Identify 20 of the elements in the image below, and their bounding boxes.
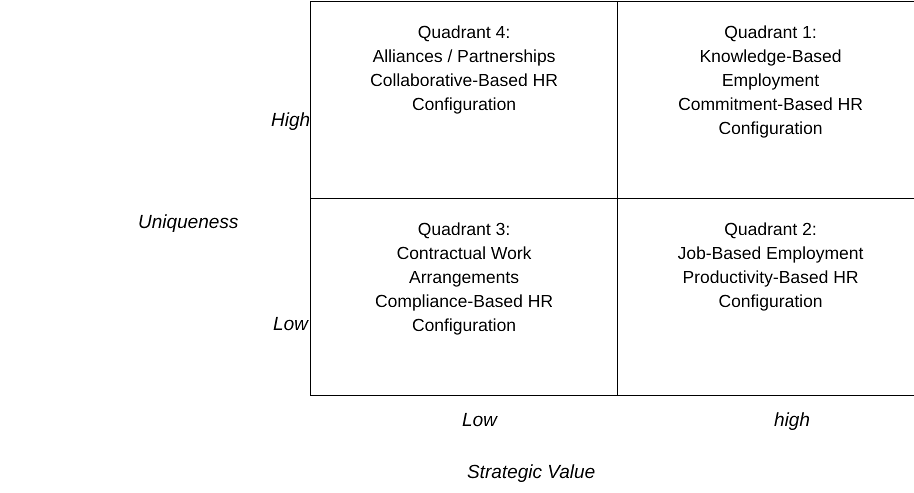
- quadrant-heading: Quadrant 2:: [723, 218, 818, 240]
- quadrant-text: Compliance-Based HR Configuration: [374, 290, 554, 336]
- axis-tick-label: Low: [462, 410, 497, 432]
- axis-title: Strategic Value: [467, 462, 596, 484]
- axis-tick-label: High: [271, 110, 310, 132]
- quadrant-text: Job-Based Employment: [676, 242, 864, 264]
- quadrant-text: Commitment-Based HR Configuration: [677, 93, 864, 140]
- axis-tick-label: high: [774, 410, 810, 432]
- quadrant-text: Alliances / Partnerships: [372, 45, 556, 68]
- quadrant-heading: Quadrant 1:: [723, 21, 818, 44]
- axis-title: Uniqueness: [138, 212, 238, 234]
- quadrant-text: Knowledge-Based Employment: [698, 45, 843, 92]
- quadrant-text: Collaborative-Based HR Configuration: [369, 69, 559, 116]
- quadrant-text: Contractual Work Arrangements: [396, 242, 532, 288]
- quadrant-text: Productivity-Based HR Configuration: [681, 266, 860, 312]
- quadrant-heading: Quadrant 4:: [416, 21, 512, 44]
- quadrant-box: [310, 1, 618, 199]
- quadrant-heading: Quadrant 3:: [416, 218, 512, 240]
- axis-tick-label: Low: [273, 314, 308, 336]
- quadrant-box: [310, 198, 618, 396]
